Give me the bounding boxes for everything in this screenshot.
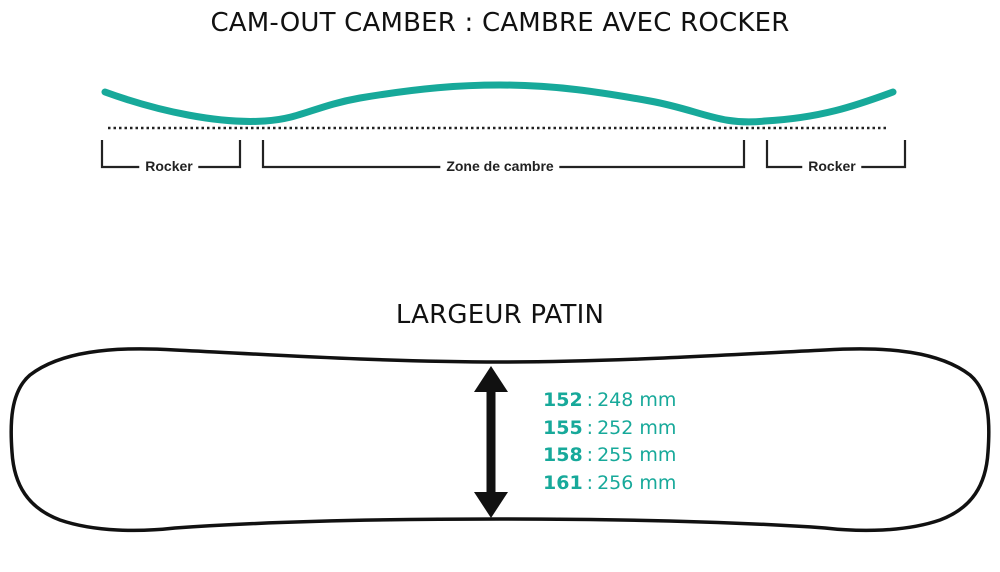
separator: : [586, 472, 594, 494]
separator: : [586, 417, 594, 439]
waist-width: 256 mm [597, 472, 677, 494]
board-size: 158 [543, 444, 583, 466]
board-size: 152 [543, 389, 583, 411]
separator: : [586, 444, 594, 466]
board-size: 155 [543, 417, 583, 439]
size-row: 161:256 mm [543, 472, 676, 494]
size-row: 155:252 mm [543, 417, 676, 439]
waist-width: 252 mm [597, 417, 677, 439]
width-title: LARGEUR PATIN [395, 300, 605, 330]
board-outline [9, 347, 991, 533]
waist-width: 255 mm [597, 444, 677, 466]
waist-width: 248 mm [597, 389, 677, 411]
separator: : [586, 389, 594, 411]
size-row: 158:255 mm [543, 444, 676, 466]
board-size: 161 [543, 472, 583, 494]
zone-label-rocker-left: Rocker [139, 158, 199, 174]
camber-profile-line [101, 81, 897, 126]
size-row: 152:248 mm [543, 389, 676, 411]
zone-label-camber: Zone de cambre [440, 158, 560, 174]
zone-label-rocker-right: Rocker [802, 158, 862, 174]
width-arrow [474, 366, 508, 518]
camber-profile-title: CAM-OUT CAMBER : CAMBRE AVEC ROCKER [210, 8, 790, 38]
